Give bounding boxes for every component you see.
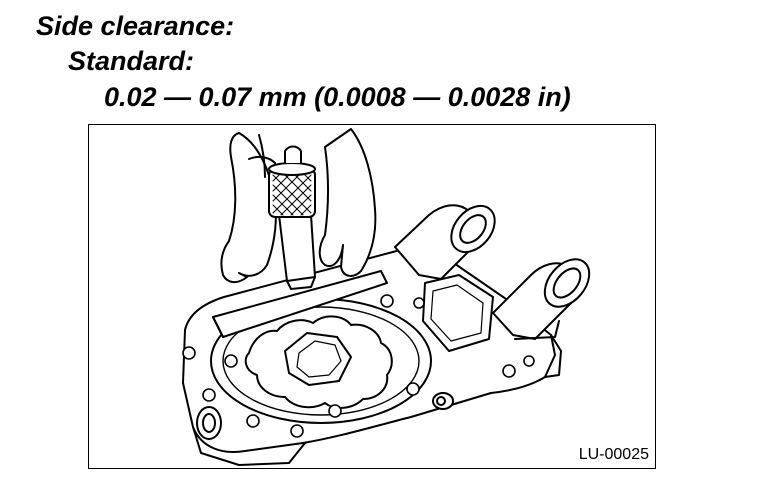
hand-right — [318, 128, 377, 277]
thickness-gauge — [278, 214, 316, 282]
outer-rotor — [244, 315, 393, 409]
hand-left — [220, 132, 277, 283]
spec-subtitle: Standard: — [68, 46, 195, 76]
knurling — [272, 172, 312, 216]
figure-code: LU-00025 — [578, 446, 649, 463]
inner-rotor — [284, 332, 352, 386]
bolt-holes — [182, 294, 535, 438]
housing-window — [422, 274, 494, 352]
oil-pump-clearance-illustration — [182, 128, 591, 466]
spec-value: 0.02 — 0.07 mm (0.0008 — 0.0028 in) — [104, 82, 571, 112]
illustration-frame: LU-00025 — [88, 124, 656, 469]
spec-title: Side clearance: — [36, 11, 235, 41]
